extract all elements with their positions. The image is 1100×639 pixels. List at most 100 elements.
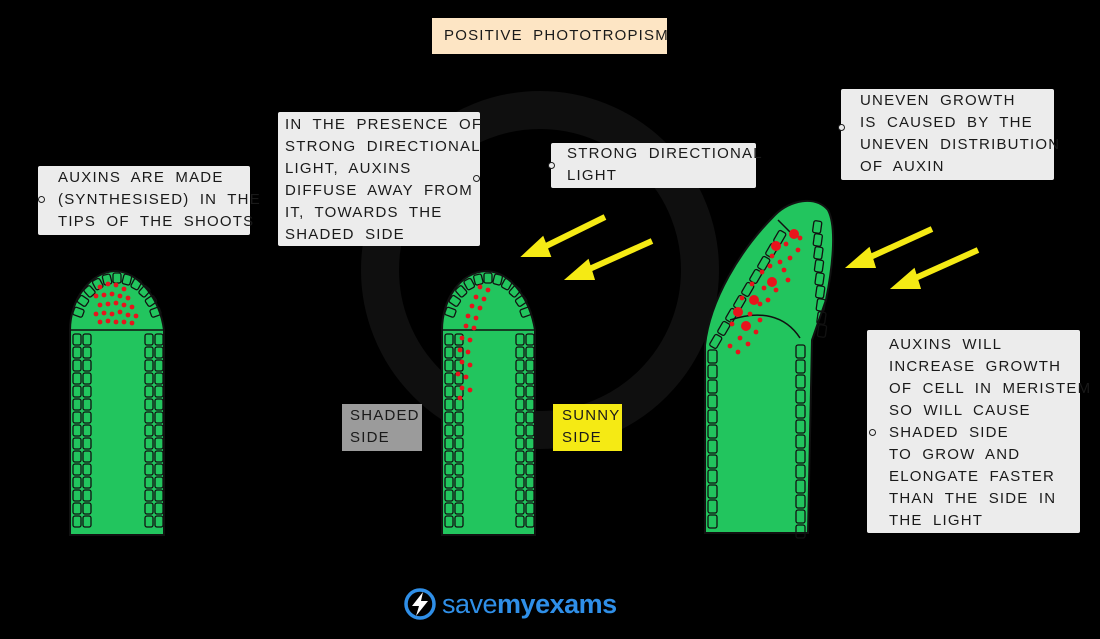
shoot-1-straight bbox=[69, 269, 165, 536]
plant-cell bbox=[72, 385, 82, 398]
auxin-dot bbox=[757, 317, 763, 323]
plant-cell bbox=[814, 272, 825, 286]
plant-cell bbox=[454, 489, 464, 502]
plant-cell bbox=[444, 398, 454, 411]
plant-cell bbox=[154, 333, 164, 346]
plant-cell bbox=[154, 463, 164, 476]
plant-cell bbox=[515, 489, 525, 502]
auxin-dot bbox=[787, 255, 793, 261]
plant-cell bbox=[519, 306, 532, 318]
callout-anchor-dot bbox=[869, 429, 876, 436]
plant-cell bbox=[144, 476, 154, 489]
callout-line: THE LIGHT bbox=[889, 512, 984, 529]
auxin-dot bbox=[767, 277, 777, 287]
light-arrow-head bbox=[889, 267, 922, 289]
plant-cell bbox=[515, 502, 525, 515]
plant-cell bbox=[815, 285, 826, 299]
callout-line: SHADED SIDE bbox=[889, 424, 1009, 441]
plant-cell bbox=[707, 484, 718, 499]
auxin-dot bbox=[771, 241, 781, 251]
auxin-dot bbox=[783, 241, 789, 247]
plant-cell bbox=[795, 464, 806, 479]
plant-cell bbox=[515, 372, 525, 385]
plant-cell bbox=[72, 346, 82, 359]
plant-cell bbox=[121, 273, 133, 286]
auxin-dot bbox=[459, 335, 465, 341]
plant-cell bbox=[82, 450, 92, 463]
plant-cell bbox=[483, 272, 493, 284]
callout-line: SHADED SIDE bbox=[285, 226, 405, 243]
plant-cell bbox=[72, 515, 82, 528]
plant-cell bbox=[72, 372, 82, 385]
light-arrow-head bbox=[844, 246, 877, 268]
label-line: SUNNY bbox=[562, 407, 621, 424]
plant-cell bbox=[444, 502, 454, 515]
auxin-dot bbox=[747, 311, 753, 317]
auxin-dot bbox=[113, 319, 119, 325]
plant-cell bbox=[82, 502, 92, 515]
auxin-dot bbox=[129, 304, 135, 310]
callout-auxins-increase: AUXINS WILL INCREASE GROWTH OF CELL IN M… bbox=[867, 330, 1090, 533]
plant-cell bbox=[816, 311, 827, 325]
auxin-dot bbox=[797, 235, 803, 241]
plant-cell bbox=[82, 463, 92, 476]
callout-strong-light: STRONG DIRECTIONAL LIGHT bbox=[551, 143, 763, 188]
plant-cell bbox=[515, 398, 525, 411]
label-line: SIDE bbox=[562, 429, 602, 446]
plant-cell bbox=[144, 515, 154, 528]
plant-cell bbox=[515, 359, 525, 372]
plant-cell bbox=[154, 450, 164, 463]
plant-cell bbox=[500, 277, 513, 291]
lightning-bolt-icon bbox=[404, 588, 436, 620]
plant-cell bbox=[72, 489, 82, 502]
plant-cell bbox=[130, 277, 143, 291]
plant-cell bbox=[463, 277, 476, 291]
plant-cell bbox=[515, 515, 525, 528]
plant-cell bbox=[72, 333, 82, 346]
plant-cell bbox=[795, 344, 806, 359]
auxin-dot bbox=[467, 337, 473, 343]
brand-logo: savemyexams bbox=[403, 584, 617, 624]
callout-line: IN THE PRESENCE OF bbox=[285, 116, 483, 133]
plant-cell bbox=[795, 434, 806, 449]
plant-cell bbox=[154, 424, 164, 437]
auxin-dot bbox=[105, 281, 111, 287]
plant-cell bbox=[444, 463, 454, 476]
callout-line: SO WILL CAUSE bbox=[889, 402, 1031, 419]
callout-line: STRONG DIRECTIONAL bbox=[567, 145, 763, 162]
auxin-dot bbox=[735, 349, 741, 355]
auxin-dot bbox=[769, 253, 775, 259]
plant-cell bbox=[144, 424, 154, 437]
auxin-dot bbox=[481, 296, 487, 302]
shoot-3-cells bbox=[707, 220, 828, 539]
plant-cell bbox=[757, 255, 771, 271]
plant-cell bbox=[515, 385, 525, 398]
plant-cell bbox=[515, 411, 525, 424]
callout-line: OF AUXIN bbox=[860, 158, 945, 175]
plant-cell bbox=[144, 294, 158, 307]
plant-cell bbox=[525, 398, 535, 411]
plant-cell bbox=[795, 419, 806, 434]
plant-cell bbox=[144, 411, 154, 424]
plant-cell bbox=[154, 437, 164, 450]
plant-cell bbox=[144, 398, 154, 411]
plant-cell bbox=[815, 298, 826, 312]
auxin-dot bbox=[765, 297, 771, 303]
plant-cell bbox=[525, 437, 535, 450]
plant-cell bbox=[707, 394, 718, 409]
auxin-dot bbox=[777, 259, 783, 265]
plant-cell bbox=[795, 494, 806, 509]
plant-cell bbox=[707, 454, 718, 469]
auxin-dot bbox=[113, 300, 119, 306]
plant-cell bbox=[515, 346, 525, 359]
plant-cell bbox=[144, 489, 154, 502]
brand-my: my bbox=[497, 588, 536, 619]
auxin-dot bbox=[101, 310, 107, 316]
callout-line: INCREASE GROWTH bbox=[889, 358, 1062, 375]
callout-line: IS CAUSED BY THE bbox=[860, 114, 1033, 131]
plant-cell bbox=[795, 524, 806, 539]
callout-anchor-dot bbox=[548, 162, 555, 169]
shoot-3-outline bbox=[704, 199, 835, 534]
plant-cell bbox=[144, 502, 154, 515]
